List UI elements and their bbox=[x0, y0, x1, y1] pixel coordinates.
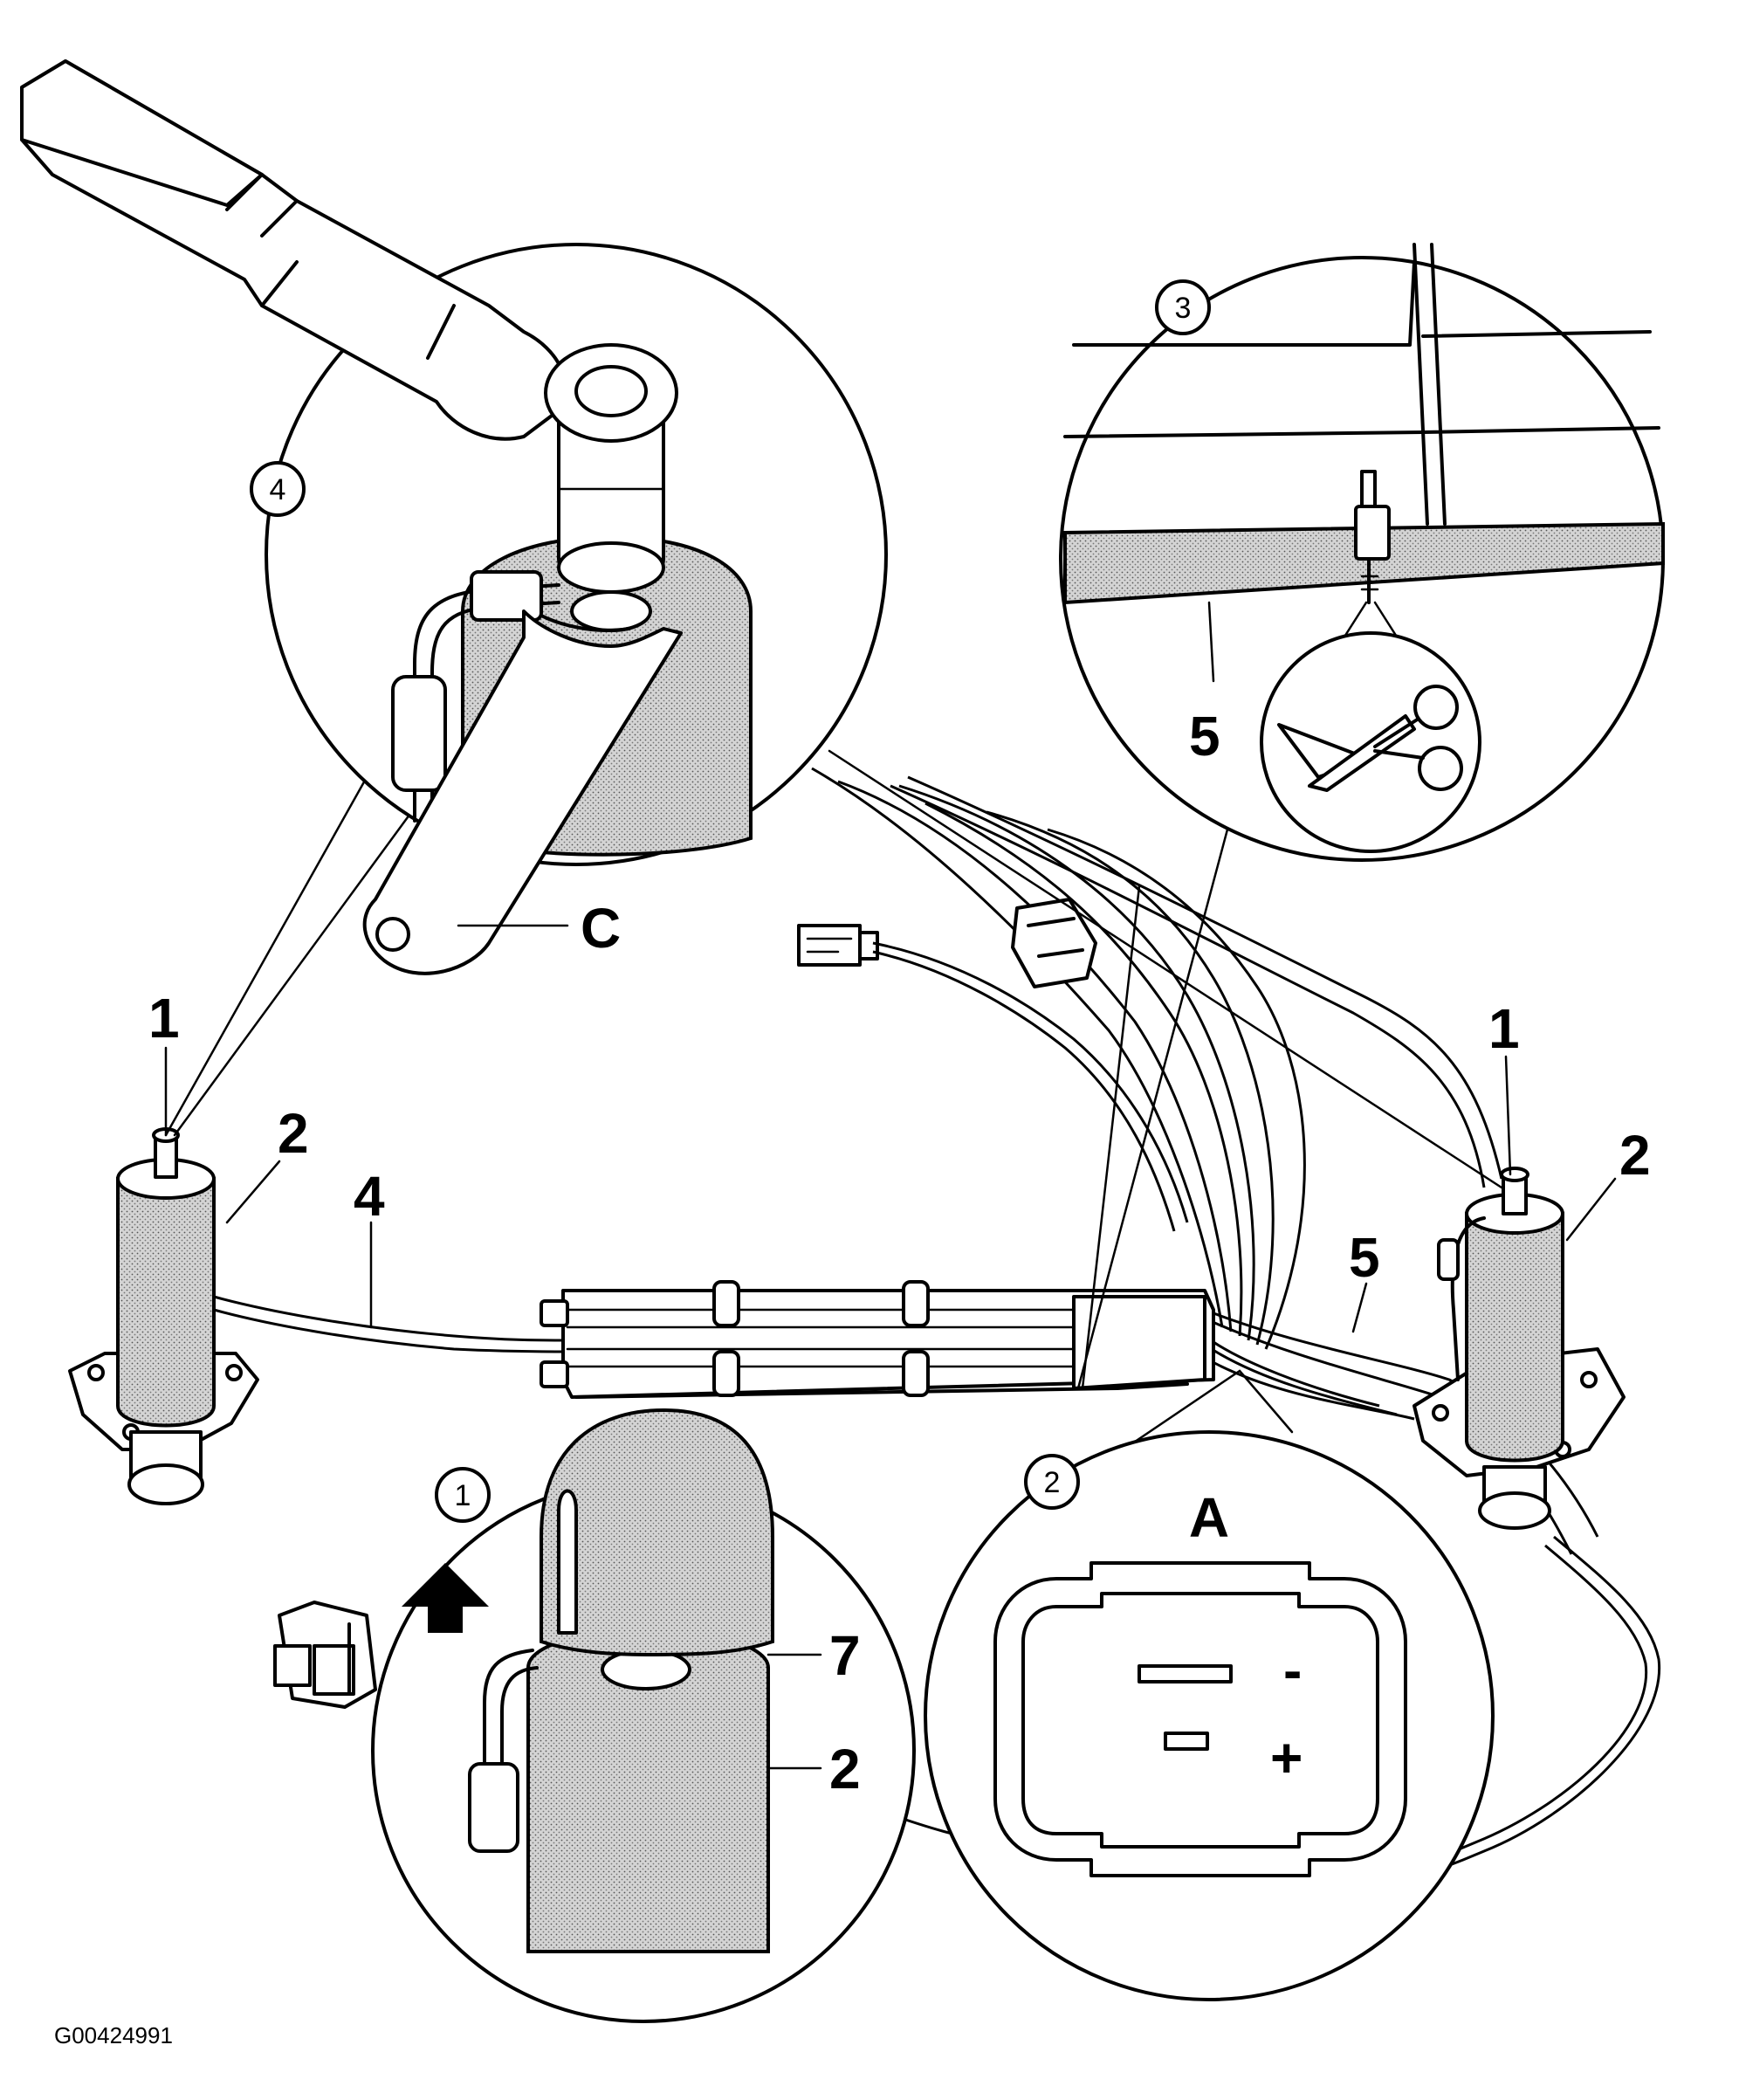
callout-5-right: 5 bbox=[1349, 1226, 1380, 1289]
wiring-harness bbox=[213, 767, 1661, 1924]
connector-plus-symbol: + bbox=[1270, 1726, 1303, 1789]
detail-badge-4: 4 bbox=[270, 473, 286, 506]
callout-2-detail: 2 bbox=[829, 1738, 861, 1800]
detail-badge-2: 2 bbox=[1044, 1466, 1061, 1499]
detail-circle-1 bbox=[371, 1408, 916, 2023]
detail-badge-1: 1 bbox=[455, 1479, 471, 1512]
callout-5-detail: 5 bbox=[1189, 705, 1220, 768]
valve-block bbox=[540, 1280, 1215, 1399]
callout-2-right: 2 bbox=[1619, 1124, 1651, 1187]
detail-circle-3 bbox=[1059, 243, 1665, 862]
callout-1-right: 1 bbox=[1488, 997, 1520, 1060]
connector-plug bbox=[797, 924, 879, 967]
callout-7: 7 bbox=[829, 1624, 861, 1687]
up-arrow-icon bbox=[402, 1563, 489, 1633]
callout-labels: 1 2 4 1 2 5 5 C A 7 2 - + bbox=[148, 705, 1651, 1800]
detail-badges: 4 3 1 2 bbox=[250, 279, 1211, 1523]
callout-4-line: 4 bbox=[354, 1165, 385, 1228]
connector-block-top bbox=[1011, 898, 1097, 988]
actuator-right bbox=[1413, 1167, 1626, 1530]
scissors-icon bbox=[1277, 685, 1463, 792]
callout-c: C bbox=[581, 897, 621, 960]
connector-housing-left bbox=[273, 1601, 377, 1709]
callout-a: A bbox=[1189, 1486, 1229, 1549]
detail-circle-2 bbox=[924, 1430, 1495, 2001]
detail-badge-3: 3 bbox=[1175, 292, 1192, 325]
callout-2-left: 2 bbox=[278, 1102, 309, 1165]
detail-circle-4 bbox=[20, 59, 888, 975]
connector-minus-symbol: - bbox=[1283, 1639, 1302, 1702]
figure-id: G00424991 bbox=[54, 2022, 173, 2048]
actuator-left bbox=[68, 1127, 259, 1505]
callout-1-left: 1 bbox=[148, 987, 180, 1050]
